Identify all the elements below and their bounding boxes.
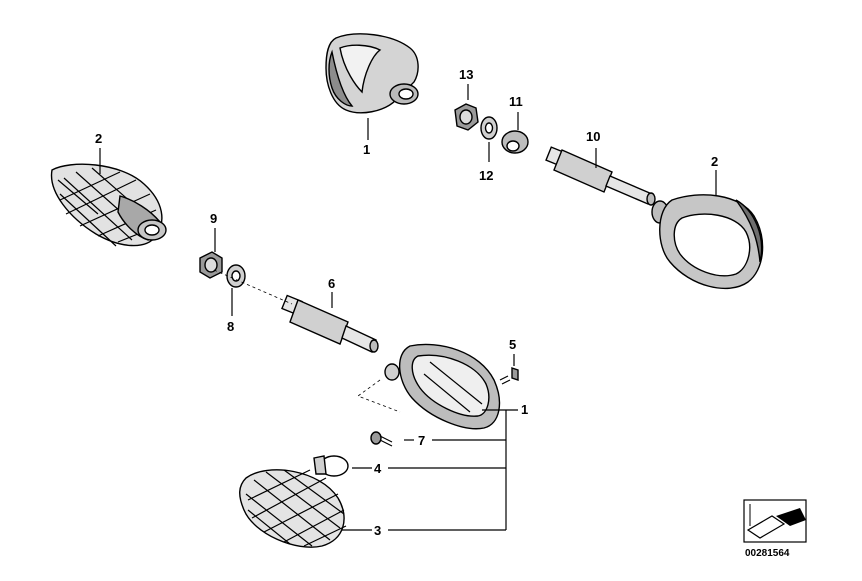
- part-5-screw: [499, 367, 519, 385]
- part-6-mounting-stalk: [281, 294, 379, 353]
- drawing-id: 00281564: [745, 548, 790, 559]
- callout-6: 6: [328, 276, 335, 291]
- part-12-washer: [480, 116, 498, 140]
- callout-11: 11: [509, 94, 523, 109]
- callout-labels: 1 13 11 12 10 2 2 9 8 6 5 1 7 4 3: [95, 67, 718, 538]
- part-8-washer: [226, 264, 246, 288]
- part-1-housing-base: [213, 269, 501, 430]
- badge-arrow-head-icon: [776, 508, 806, 526]
- part-10-mounting-stalk: [545, 146, 656, 206]
- callout-1-top: 1: [363, 142, 370, 157]
- leader-lines: [99, 84, 717, 531]
- part-13-hex-nut: [454, 103, 479, 131]
- callout-7: 7: [418, 433, 425, 448]
- callout-13: 13: [459, 67, 473, 82]
- callout-5: 5: [509, 337, 516, 352]
- part-2-turn-signal-right: [651, 194, 764, 290]
- callout-8: 8: [227, 319, 234, 334]
- callout-4: 4: [374, 461, 382, 476]
- part-3-lens: [239, 469, 347, 548]
- callout-1-bottom: 1: [521, 402, 528, 417]
- part-11-rubber-grommet: [501, 130, 529, 154]
- callout-12: 12: [479, 168, 493, 183]
- callout-9: 9: [210, 211, 217, 226]
- badge-arrow-icon: [746, 515, 786, 539]
- callout-10: 10: [586, 129, 600, 144]
- callout-3: 3: [374, 523, 381, 538]
- callout-2-right: 2: [711, 154, 718, 169]
- part-2-turn-signal-left: [50, 163, 167, 247]
- callout-2-left: 2: [95, 131, 102, 146]
- part-4-bulb: [313, 455, 349, 477]
- part-7-screw: [370, 431, 393, 447]
- part-1-turn-signal-housing-top: [325, 33, 419, 114]
- part-9-hex-nut: [199, 251, 223, 279]
- drawing-id-badge: 00281564: [743, 499, 807, 559]
